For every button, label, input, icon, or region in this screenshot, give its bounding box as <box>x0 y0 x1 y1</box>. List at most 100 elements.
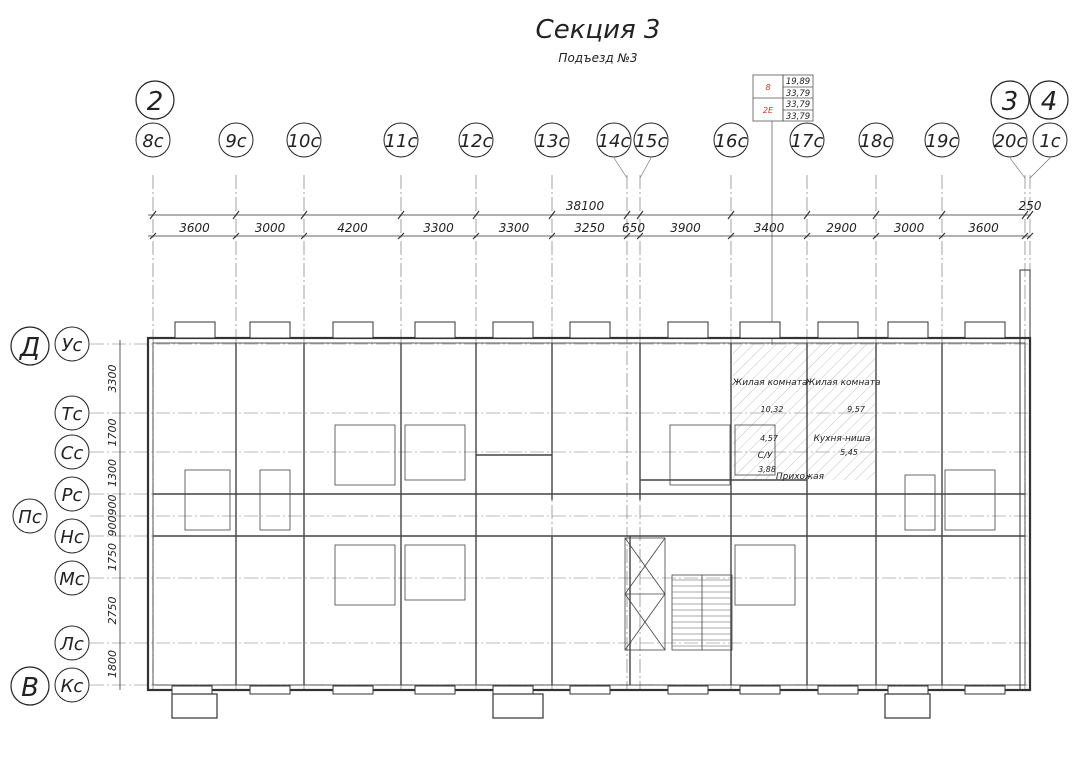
row-dimension: 900 <box>106 516 119 537</box>
window <box>739 685 781 695</box>
window <box>817 685 859 695</box>
column-axis-marker <box>286 122 322 158</box>
column-dimension: 3600 <box>968 221 999 235</box>
row-axis-marker <box>54 434 90 470</box>
window <box>887 685 929 695</box>
column-axis-label: 13с <box>536 131 569 152</box>
balcony <box>492 693 544 719</box>
window <box>332 321 374 339</box>
column-dimension: 3600 <box>179 221 210 235</box>
window <box>171 685 213 695</box>
apartment-code: 8 <box>765 83 770 92</box>
window <box>887 321 929 339</box>
column-axis-marker <box>135 122 171 158</box>
axis-marker-2 <box>135 80 175 120</box>
row-axis-label: Кс <box>61 676 84 697</box>
bathroom-block <box>334 544 396 606</box>
axis-marker-V <box>10 666 50 706</box>
row-axis-marker <box>54 667 90 703</box>
balcony <box>884 693 931 719</box>
axis-marker-label: Д <box>19 333 40 363</box>
bathroom-block <box>404 544 466 601</box>
row-axis-marker <box>54 395 90 431</box>
window <box>569 321 611 339</box>
window <box>249 685 291 695</box>
column-axis-label: 8с <box>142 131 163 152</box>
bathroom-block <box>184 469 231 531</box>
window <box>332 685 374 695</box>
end-dimension: 250 <box>1019 199 1042 213</box>
bathroom-block <box>944 469 996 531</box>
window <box>739 321 781 339</box>
window <box>667 685 709 695</box>
column-axis-label: 17с <box>791 131 824 152</box>
column-axis-label: 15с <box>635 131 668 152</box>
column-dimension: 3000 <box>255 221 286 235</box>
row-axis-marker <box>54 625 90 661</box>
column-axis-marker <box>1032 122 1068 158</box>
hatched-apartment <box>733 343 875 480</box>
axis-marker-label: 3 <box>1002 87 1019 117</box>
column-axis-marker <box>534 122 570 158</box>
row-dimension: 900 <box>106 495 119 516</box>
row-axis-label: Тс <box>62 404 83 425</box>
column-axis-label: 12с <box>460 131 493 152</box>
row-axis-label: Мс <box>59 569 85 590</box>
room-name: Прихожая <box>776 472 825 482</box>
column-axis-label: 10с <box>288 131 321 152</box>
bathroom-block <box>259 469 291 531</box>
bathroom-block <box>904 474 936 531</box>
row-axis-marker <box>54 560 90 596</box>
row-axis-marker <box>54 518 90 554</box>
window <box>414 321 456 339</box>
column-axis-marker <box>713 122 749 158</box>
row-dimension: 1300 <box>106 459 119 487</box>
area-value: 19,89 <box>786 77 810 87</box>
window <box>964 321 1006 339</box>
row-axis-label: Лс <box>59 634 84 655</box>
column-axis-marker <box>633 122 669 158</box>
balcony <box>171 693 218 719</box>
area-value: 33,79 <box>786 89 810 99</box>
axis-marker-label: 2 <box>147 87 164 117</box>
column-axis-marker <box>858 122 894 158</box>
row-dimension: 1800 <box>106 650 119 678</box>
column-axis-marker <box>458 122 494 158</box>
axis-marker-label: В <box>21 673 39 703</box>
row-axis-label: Нс <box>60 527 84 548</box>
row-axis-marker <box>12 498 48 534</box>
column-dimension: 3000 <box>894 221 925 235</box>
section-title: Секция 3 <box>536 15 661 45</box>
row-axis-marker <box>54 326 90 362</box>
apartment-table <box>752 74 814 122</box>
overall-dimension: 38100 <box>566 199 605 213</box>
axis-marker-D <box>10 326 50 366</box>
column-axis-label: 19с <box>926 131 959 152</box>
bathroom-block <box>334 424 396 486</box>
window <box>817 321 859 339</box>
room-area: 10,32 <box>761 405 784 414</box>
room-name: Жилая комната <box>732 378 808 388</box>
row-dimension: 1700 <box>106 419 119 447</box>
window <box>569 685 611 695</box>
room-name: Кухня-ниша <box>813 434 870 444</box>
column-dimension: 2900 <box>826 221 857 235</box>
column-axis-label: 16с <box>715 131 748 152</box>
column-axis-marker <box>924 122 960 158</box>
window <box>492 321 534 339</box>
room-area: 9,57 <box>847 405 866 414</box>
column-axis-label: 14с <box>598 131 631 152</box>
window <box>667 321 709 339</box>
room-area: 3,88 <box>758 465 776 474</box>
window <box>492 685 534 695</box>
column-dimension: 3250 <box>574 221 605 235</box>
bathroom-block <box>734 424 776 476</box>
bathroom-block <box>669 424 731 486</box>
windows <box>171 321 1006 719</box>
area-value: 33,79 <box>786 100 810 110</box>
room-name: Жилая комната <box>805 378 881 388</box>
axis-marker-3 <box>990 80 1030 120</box>
apartment-code: 2E <box>763 106 774 115</box>
row-axis-label: Сс <box>61 443 84 464</box>
column-axis-label: 18с <box>860 131 893 152</box>
